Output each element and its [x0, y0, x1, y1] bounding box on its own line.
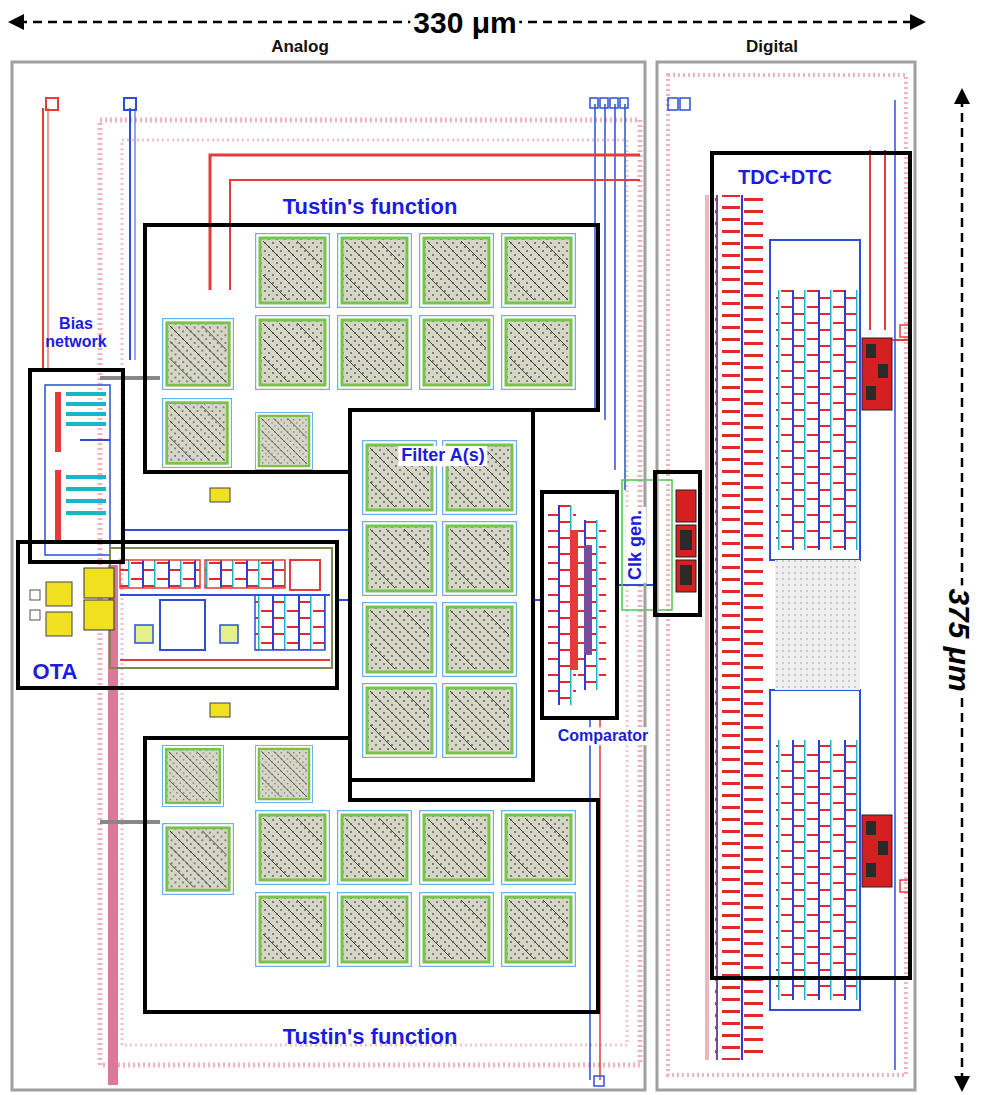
block-label: Tustin's function	[283, 1025, 458, 1049]
tustin-block: Tustin's function	[145, 738, 598, 1012]
outline	[145, 225, 598, 472]
clk-gen-block: Clk gen.	[655, 472, 700, 615]
outline	[30, 370, 123, 562]
block-label: Digital	[746, 38, 798, 57]
outline	[657, 62, 915, 1090]
filter-block: Filter A(s)	[350, 410, 533, 780]
comparator-block: Comparator	[542, 492, 617, 718]
outline	[542, 492, 617, 718]
outline	[655, 472, 700, 615]
tdc-dtc-block: TDC+DTC	[712, 153, 910, 978]
outline	[12, 62, 645, 1090]
tustin-block: Tustin's function	[145, 225, 598, 472]
bias-network-block: Bias network	[30, 370, 123, 562]
outline	[712, 153, 910, 978]
block-outline	[30, 370, 123, 562]
block-label: Analog	[271, 38, 329, 57]
block-outline	[145, 225, 598, 472]
digital-region: DigitalTDC+DTCClk gen.	[657, 62, 915, 1090]
outline	[18, 542, 337, 688]
block-outline	[145, 738, 598, 1012]
outline	[145, 738, 598, 1012]
block-label: Filter A(s)	[398, 446, 487, 466]
block-label: Tustin's function	[283, 195, 458, 219]
height-dimension: 375 μm	[943, 585, 976, 694]
block-outline	[657, 62, 915, 1090]
block-label: Bias network	[30, 315, 122, 350]
block-outline	[542, 492, 617, 718]
block-label: Clk gen.	[626, 507, 646, 583]
analog-region: AnalogTustin's functionBias networkFilte…	[12, 62, 645, 1090]
block-label: TDC+DTC	[735, 166, 835, 188]
outline	[350, 410, 533, 780]
block-outline	[712, 153, 910, 978]
ota-block: OTA	[18, 542, 337, 688]
block-label: Comparator	[555, 727, 652, 745]
block-label: OTA	[30, 660, 81, 684]
block-outline	[655, 472, 700, 615]
width-dimension: 330 μm	[410, 6, 519, 39]
